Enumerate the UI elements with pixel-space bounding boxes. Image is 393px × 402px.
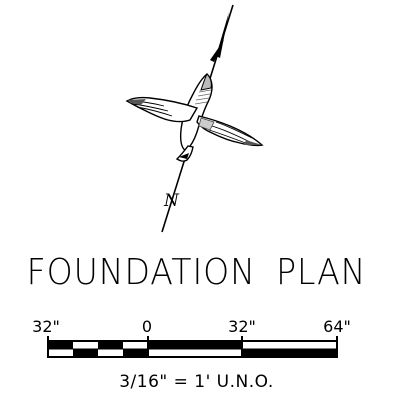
plan-title-word-1: FOUNDATION: [26, 252, 256, 293]
graphic-scale-bar: 32" 0 32" 64": [32, 317, 351, 358]
bird-head: [200, 73, 212, 91]
north-arrow-shaft-dark: [210, 40, 224, 62]
plan-title-word-2: PLAN: [276, 252, 367, 293]
scale-tick-label: 0: [142, 317, 152, 336]
scale-tick-label: 32": [32, 317, 60, 336]
north-arrow-head: [216, 12, 229, 58]
plan-title: FOUNDATION PLAN: [16, 252, 378, 293]
scale-note: 3/16" = 1' U.N.O.: [119, 372, 274, 392]
scale-tick-label: 32": [228, 317, 256, 336]
north-label: N: [163, 191, 180, 211]
scale-tick-label: 64": [323, 317, 351, 336]
north-arrow-icon: N: [125, 4, 264, 233]
